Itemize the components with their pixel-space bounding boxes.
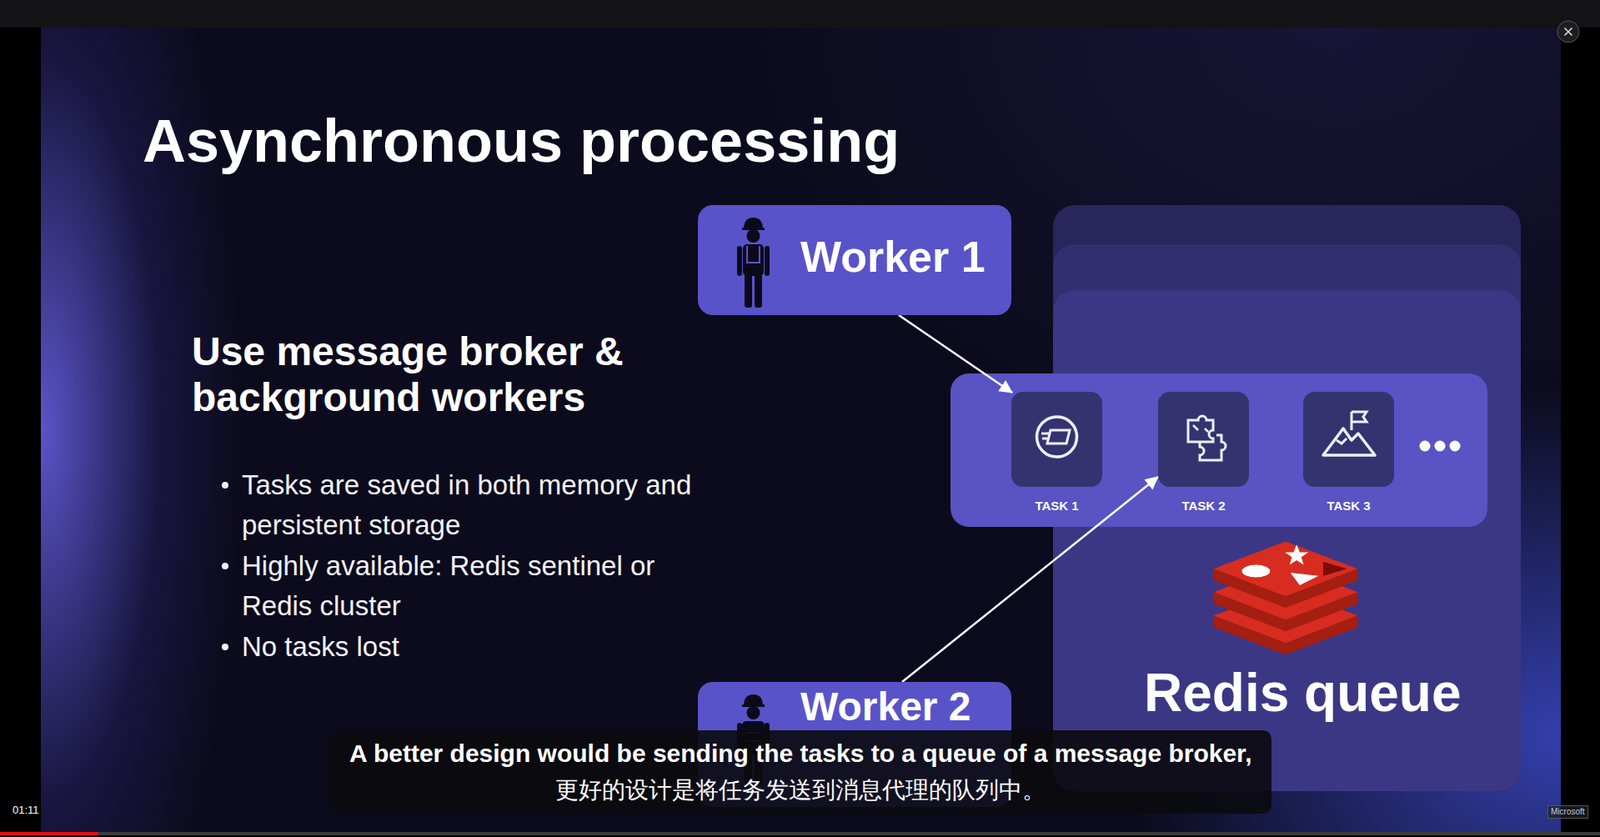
progress-bar: [0, 832, 99, 836]
text-holder: Worker 1: [800, 233, 986, 281]
text-holder: Microsoft: [1547, 805, 1589, 819]
task-label: TASK 2: [1141, 498, 1266, 514]
task-label: TASK 1: [994, 498, 1119, 514]
task-label: TASK 3: [1286, 498, 1411, 514]
text-holder: TASK 2: [1141, 498, 1266, 514]
redis-logo: [1203, 533, 1368, 659]
task-tile: TASK 1: [1011, 391, 1103, 487]
bullet-item: No tasks lost: [218, 626, 694, 668]
top-bar: [0, 0, 1600, 28]
close-button: [1555, 19, 1581, 45]
text-holder: TASK 3: [1286, 498, 1411, 514]
watermark: Microsoft: [1550, 807, 1585, 818]
subtitle-english: A better design would be sending the tas…: [349, 735, 1252, 773]
text-holder: Worker 2: [800, 685, 972, 730]
task-tile: TASK 3: [1303, 391, 1395, 487]
task-tile: TASK 2: [1158, 391, 1249, 487]
slide-title: Asynchronous processing: [142, 105, 900, 177]
worker-label: Worker 2: [800, 685, 972, 730]
text-holder: TASK 1: [994, 498, 1119, 514]
queue-title: Redis queue: [1143, 663, 1462, 723]
progress-track: [0, 832, 1600, 836]
video-time: 01:11: [12, 803, 40, 818]
text-holder: Use message broker & background workers: [191, 328, 693, 421]
text-holder: Redis queue: [1143, 663, 1462, 723]
connector-arrow: [902, 476, 1159, 683]
subheading: Use message broker & background workers: [191, 328, 693, 421]
text-holder: 01:11: [12, 803, 40, 818]
more-dots: [1419, 436, 1461, 456]
subtitle-chinese: 更好的设计是将任务发送到消息代理的队列中。: [349, 772, 1252, 809]
bullet-item: Tasks are saved in both memory and persi…: [218, 465, 694, 546]
subtitle-box: A better design would be sending the tas…: [329, 730, 1272, 814]
text-holder: Tasks are saved in both memory and persi…: [218, 465, 694, 668]
worker-label: Worker 1: [800, 233, 986, 281]
bullet-item: Highly available: Redis sentinel or Redi…: [218, 546, 694, 627]
queue-panel: Redis queueTASK 1TASK 2TASK 3: [1053, 290, 1521, 792]
connector-arrow: [898, 315, 1013, 393]
text-holder: Asynchronous processing: [142, 105, 900, 177]
worker-box: Worker 1: [697, 205, 1012, 316]
